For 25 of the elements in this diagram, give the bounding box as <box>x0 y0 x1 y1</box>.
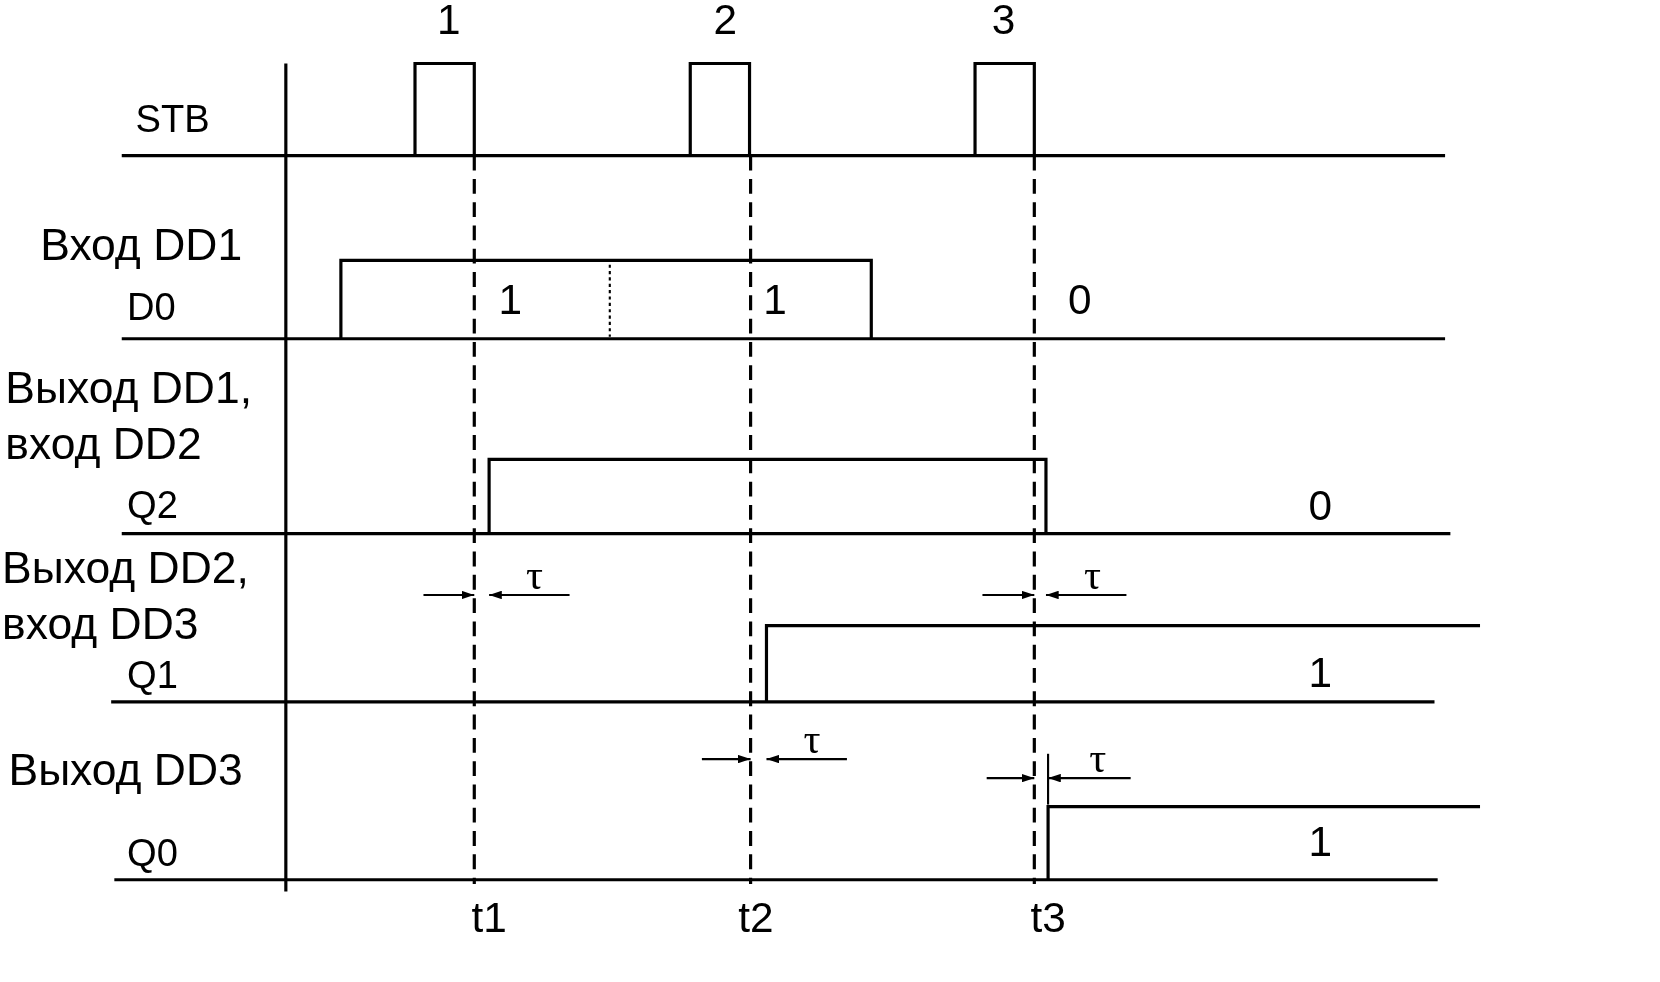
signal-name: STB <box>135 95 210 142</box>
delay-symbol: τ <box>526 549 544 601</box>
logic-level: 1 <box>1308 647 1332 698</box>
signal-name: Выход DD1, вход DD2 <box>5 361 253 470</box>
pulse-number: 1 <box>437 0 461 45</box>
time-label: t3 <box>1030 892 1066 943</box>
signal-name: D0 <box>127 284 176 330</box>
logic-level: 0 <box>1308 480 1332 531</box>
signal-name: Q2 <box>127 482 178 528</box>
time-label: t1 <box>471 892 507 943</box>
signal-name: Q0 <box>127 830 178 877</box>
delay-symbol: τ <box>1089 732 1107 784</box>
signal-name: Выход DD3 <box>8 744 243 797</box>
pulse-number: 3 <box>991 0 1016 45</box>
logic-level: 0 <box>1068 275 1092 325</box>
pulse-number: 2 <box>713 0 737 45</box>
delay-symbol: τ <box>1084 549 1102 601</box>
signal-name: Q1 <box>127 651 178 698</box>
signal-name: Вход DD1 <box>40 219 243 272</box>
logic-level: 1 <box>763 275 787 325</box>
logic-level: 1 <box>498 275 523 325</box>
logic-level: 1 <box>1308 817 1332 867</box>
signal-name: Выход DD2, вход DD3 <box>2 541 250 650</box>
time-label: t2 <box>738 892 774 943</box>
delay-symbol: τ <box>803 713 821 765</box>
